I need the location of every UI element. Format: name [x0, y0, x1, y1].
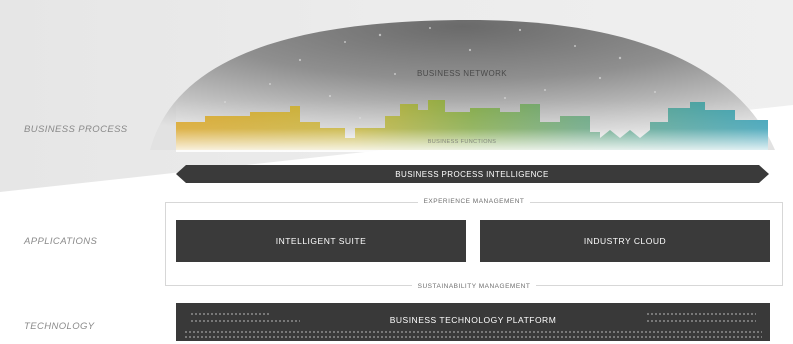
business-technology-platform-label: BUSINESS TECHNOLOGY PLATFORM — [389, 315, 557, 325]
business-process-intelligence-bar — [176, 165, 769, 183]
experience-management-caption: EXPERIENCE MANAGEMENT — [166, 198, 782, 205]
platform-dot-pattern — [190, 313, 270, 315]
intelligent-suite-box: INTELLIGENT SUITE — [176, 220, 466, 262]
industry-cloud-box: INDUSTRY CLOUD — [480, 220, 770, 262]
platform-dot-pattern — [184, 331, 762, 333]
sustainability-management-caption: SUSTAINABILITY MANAGEMENT — [166, 283, 782, 290]
business-process-intelligence-label: BUSINESS PROCESS INTELLIGENCE — [395, 170, 548, 179]
applications-frame: EXPERIENCE MANAGEMENT SUSTAINABILITY MAN… — [165, 198, 783, 290]
platform-dot-pattern — [646, 320, 756, 322]
platform-dot-pattern — [190, 320, 300, 322]
platform-dot-pattern — [184, 336, 762, 338]
row-label-business-process: BUSINESS PROCESS — [24, 124, 128, 135]
platform-dot-pattern — [646, 313, 756, 315]
row-label-technology: TECHNOLOGY — [24, 321, 95, 332]
row-label-applications: APPLICATIONS — [24, 236, 98, 247]
business-functions-caption: BUSINESS FUNCTIONS — [428, 139, 497, 145]
business-functions-skyline — [176, 100, 768, 152]
network-dots — [224, 27, 701, 119]
business-technology-platform: BUSINESS TECHNOLOGY PLATFORM — [176, 303, 770, 341]
business-network-title: BUSINESS NETWORK — [417, 69, 507, 78]
